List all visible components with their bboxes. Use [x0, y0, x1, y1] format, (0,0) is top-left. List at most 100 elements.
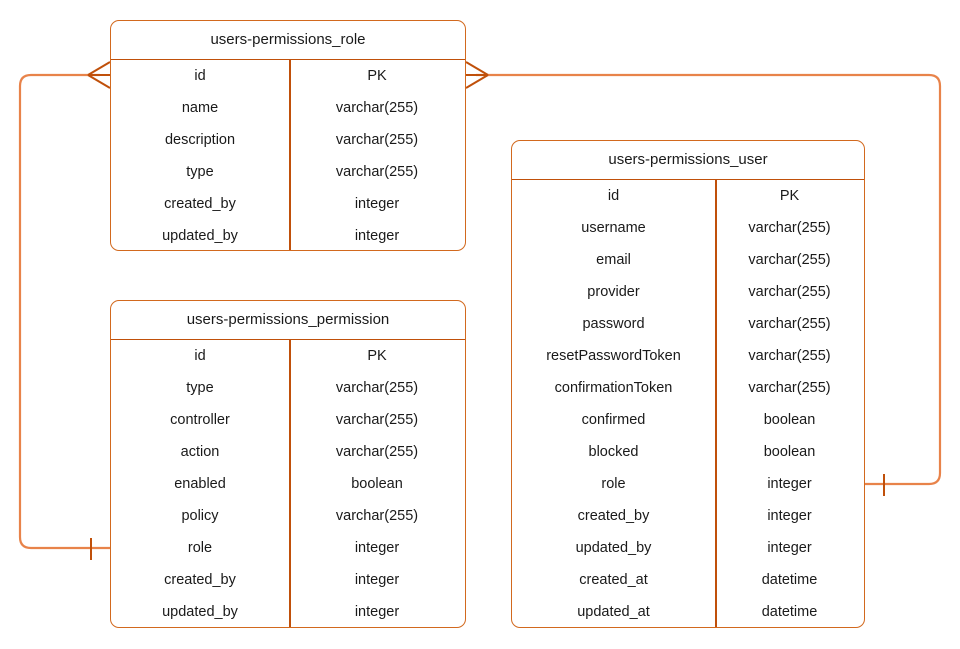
field-type: integer — [767, 508, 812, 524]
field-name: id — [194, 348, 206, 364]
field-name: username — [581, 220, 646, 236]
field-row[interactable]: confirmed boolean — [512, 404, 864, 436]
field-type: varchar(255) — [335, 164, 419, 180]
entity-title: users-permissions_user — [512, 141, 864, 180]
field-type: integer — [354, 604, 400, 620]
field-type: integer — [354, 540, 400, 556]
entity-title: users-permissions_permission — [111, 301, 465, 340]
field-name: enabled — [174, 476, 226, 492]
field-type: varchar(255) — [748, 220, 831, 236]
field-row[interactable]: id PK — [111, 340, 465, 372]
field-type: PK — [367, 348, 387, 364]
field-type: varchar(255) — [748, 380, 831, 396]
field-name: policy — [181, 508, 219, 524]
column-divider — [715, 180, 717, 627]
field-name: type — [186, 164, 214, 180]
field-name: type — [186, 380, 214, 396]
field-type: varchar(255) — [748, 348, 831, 364]
crowfoot-many-role-right — [465, 61, 489, 89]
field-row[interactable]: type varchar(255) — [111, 156, 465, 188]
field-name: created_by — [164, 572, 236, 588]
field-row[interactable]: id PK — [512, 180, 864, 212]
field-row[interactable]: resetPasswordToken varchar(255) — [512, 340, 864, 372]
field-row[interactable]: provider varchar(255) — [512, 276, 864, 308]
field-type: datetime — [761, 604, 818, 620]
field-row[interactable]: controller varchar(255) — [111, 404, 465, 436]
field-row[interactable]: updated_by integer — [111, 220, 465, 250]
entity-fields: id PK type varchar(255) controller varchar(25… — [111, 340, 465, 627]
field-type: integer — [767, 476, 812, 492]
field-row[interactable]: role integer — [111, 532, 465, 564]
field-row[interactable]: enabled boolean — [111, 468, 465, 500]
field-type: integer — [354, 196, 400, 212]
field-type: varchar(255) — [748, 316, 831, 332]
field-row[interactable]: created_by integer — [512, 500, 864, 532]
field-type: varchar(255) — [335, 412, 419, 428]
field-row[interactable]: email varchar(255) — [512, 244, 864, 276]
entity-users-permissions_role[interactable]: users-permissions_role id PK name varchar(2… — [110, 20, 466, 251]
entity-title: users-permissions_role — [111, 21, 465, 60]
field-name: id — [194, 68, 206, 84]
field-name: role — [601, 476, 626, 492]
field-row[interactable]: role integer — [512, 468, 864, 500]
field-row[interactable]: updated_at datetime — [512, 596, 864, 627]
field-name: created_at — [579, 572, 648, 588]
field-type: varchar(255) — [748, 252, 831, 268]
field-type: PK — [367, 68, 387, 84]
field-type: varchar(255) — [748, 284, 831, 300]
field-row[interactable]: blocked boolean — [512, 436, 864, 468]
field-name: provider — [587, 284, 640, 300]
field-type: integer — [354, 228, 400, 244]
field-type: varchar(255) — [335, 132, 419, 148]
field-name: updated_by — [162, 604, 238, 620]
column-divider — [289, 340, 291, 627]
field-type: boolean — [763, 444, 816, 460]
field-row[interactable]: type varchar(255) — [111, 372, 465, 404]
field-name: updated_by — [162, 228, 238, 244]
field-name: controller — [170, 412, 230, 428]
field-row[interactable]: updated_by integer — [111, 596, 465, 627]
field-name: created_by — [577, 508, 650, 524]
field-name: confirmed — [581, 412, 646, 428]
field-row[interactable]: policy varchar(255) — [111, 500, 465, 532]
field-name: updated_by — [575, 540, 652, 556]
field-type: integer — [354, 572, 400, 588]
field-name: role — [187, 540, 213, 556]
entity-fields: id PK username varchar(255) email varchar(255… — [512, 180, 864, 627]
field-name: id — [607, 188, 620, 204]
field-row[interactable]: created_at datetime — [512, 564, 864, 596]
field-row[interactable]: created_by integer — [111, 564, 465, 596]
field-row[interactable]: updated_by integer — [512, 532, 864, 564]
field-name: action — [180, 444, 220, 460]
field-type: varchar(255) — [335, 508, 419, 524]
field-name: email — [596, 252, 631, 268]
field-name: confirmationToken — [554, 380, 673, 396]
field-row[interactable]: confirmationToken varchar(255) — [512, 372, 864, 404]
column-divider — [289, 60, 291, 250]
field-row[interactable]: username varchar(255) — [512, 212, 864, 244]
field-row[interactable]: id PK — [111, 60, 465, 92]
field-type: varchar(255) — [335, 380, 419, 396]
field-name: updated_at — [577, 604, 650, 620]
field-name: resetPasswordToken — [546, 348, 681, 364]
field-name: blocked — [588, 444, 639, 460]
entity-users-permissions_user[interactable]: users-permissions_user id PK username varch… — [511, 140, 865, 628]
field-row[interactable]: description varchar(255) — [111, 124, 465, 156]
field-type: integer — [767, 540, 812, 556]
field-type: PK — [779, 188, 800, 204]
field-type: varchar(255) — [335, 100, 419, 116]
crowfoot-many-role-left — [87, 61, 111, 89]
field-row[interactable]: name varchar(255) — [111, 92, 465, 124]
connector-permission-role — [18, 73, 110, 550]
field-type: boolean — [351, 476, 403, 492]
field-type: boolean — [763, 412, 816, 428]
entity-fields: id PK name varchar(255) description varchar(2… — [111, 60, 465, 250]
entity-users-permissions_permission[interactable]: users-permissions_permission id PK type var… — [110, 300, 466, 628]
field-name: description — [164, 132, 236, 148]
field-name: name — [181, 100, 219, 116]
field-type: datetime — [761, 572, 818, 588]
